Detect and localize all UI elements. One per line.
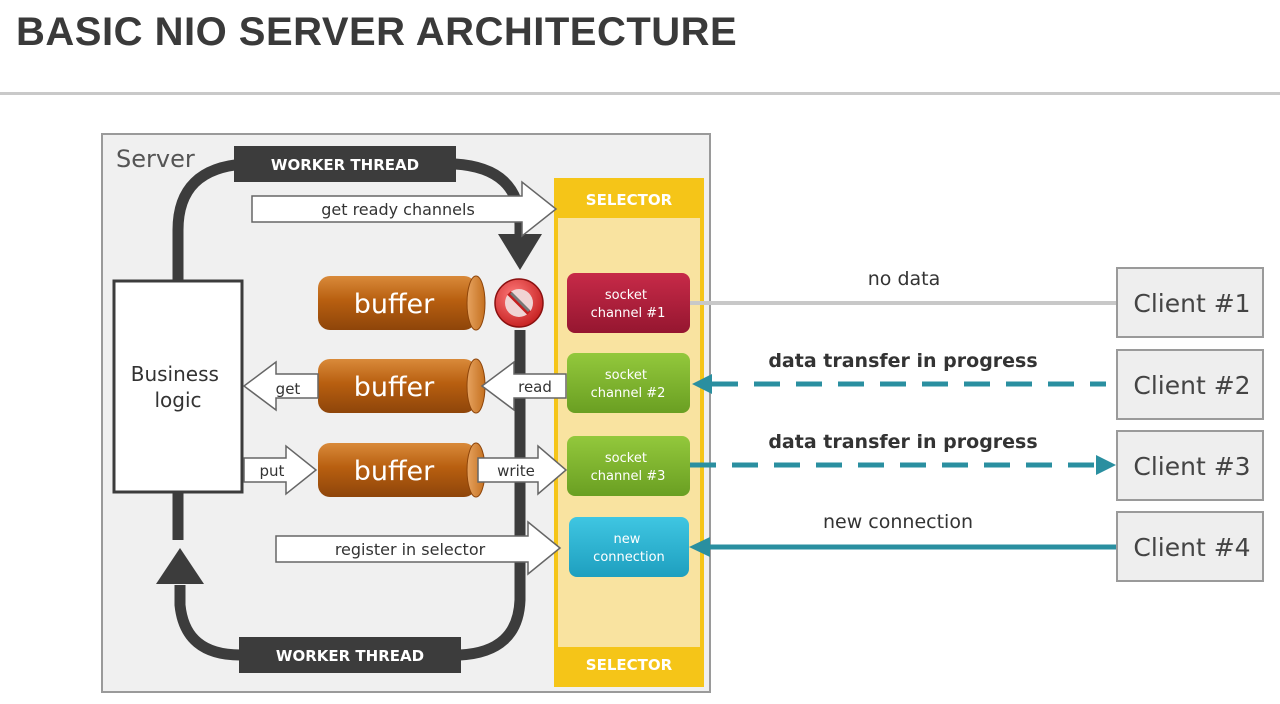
transfer-2-arrowhead xyxy=(692,374,712,394)
client-1-label: Client #1 xyxy=(1133,289,1250,318)
new-connection-channel-label: new connection xyxy=(593,532,665,565)
get-ready-channels-label: get ready channels xyxy=(321,200,475,219)
new-connection-channel: new connection xyxy=(569,517,689,577)
selector-top-band xyxy=(556,180,702,218)
worker-loop-top-left xyxy=(172,158,246,280)
selector-top-label: SELECTOR xyxy=(586,191,673,209)
business-logic-label: Business logic xyxy=(131,362,226,412)
no-entry-icon xyxy=(494,278,544,328)
worker-thread-top-box xyxy=(234,146,456,182)
client-1: Client #1 xyxy=(1116,267,1264,338)
buffer-3-label: buffer xyxy=(354,456,435,487)
worker-loop-up-arrowhead xyxy=(156,548,204,584)
buffer-2: buffer xyxy=(318,358,486,414)
title-divider xyxy=(0,92,1280,95)
worker-thread-top-label: WORKER THREAD xyxy=(271,156,419,174)
worker-thread-bottom-label: WORKER THREAD xyxy=(276,647,424,665)
selector-bottom-label: SELECTOR xyxy=(586,656,673,674)
worker-thread-bottom-box xyxy=(239,637,461,673)
client-4-label: Client #4 xyxy=(1133,533,1250,562)
no-data-label: no data xyxy=(868,268,941,290)
write-arrow xyxy=(477,444,568,496)
business-logic-box xyxy=(112,279,244,494)
client-3: Client #3 xyxy=(1116,430,1264,501)
page-title: BASIC NIO SERVER ARCHITECTURE xyxy=(16,10,738,54)
register-in-selector-label: register in selector xyxy=(335,540,486,559)
selector-bottom-band xyxy=(556,647,702,685)
transfer-2-label: data transfer in progress xyxy=(768,350,1037,372)
new-connection-arrowhead xyxy=(689,537,710,557)
put-arrow xyxy=(243,444,318,496)
server-label: Server xyxy=(116,145,195,173)
get-arrow xyxy=(242,360,319,412)
client-3-label: Client #3 xyxy=(1133,452,1250,481)
buffer-3: buffer xyxy=(318,442,486,498)
socket-channel-3-label: socket channel #3 xyxy=(591,451,666,484)
transfer-3-arrowhead xyxy=(1096,455,1116,475)
new-connection-label: new connection xyxy=(823,511,973,533)
socket-channel-2: socket channel #2 xyxy=(567,353,690,413)
read-label: read xyxy=(518,378,552,396)
transfer-3-label: data transfer in progress xyxy=(768,431,1037,453)
client-2-label: Client #2 xyxy=(1133,371,1250,400)
socket-channel-3: socket channel #3 xyxy=(567,436,690,496)
put-label: put xyxy=(260,462,285,480)
buffer-1: buffer xyxy=(318,275,486,331)
read-arrow xyxy=(480,360,567,412)
socket-channel-1-label: socket channel #1 xyxy=(591,288,666,321)
worker-loop-down-arrowhead xyxy=(498,234,542,270)
buffer-2-label: buffer xyxy=(354,372,435,403)
worker-loop-lower-curve xyxy=(174,585,241,661)
client-2: Client #2 xyxy=(1116,349,1264,420)
get-ready-channels-arrow xyxy=(251,180,558,238)
buffer-1-label: buffer xyxy=(354,289,435,320)
client-4: Client #4 xyxy=(1116,511,1264,582)
socket-channel-1: socket channel #1 xyxy=(567,273,690,333)
get-label: get xyxy=(276,380,301,398)
worker-loop-vertical-right xyxy=(459,330,526,661)
socket-channel-2-label: socket channel #2 xyxy=(591,368,666,401)
write-label: write xyxy=(497,462,535,480)
selector-column xyxy=(554,178,704,687)
register-in-selector-arrow xyxy=(275,520,562,576)
